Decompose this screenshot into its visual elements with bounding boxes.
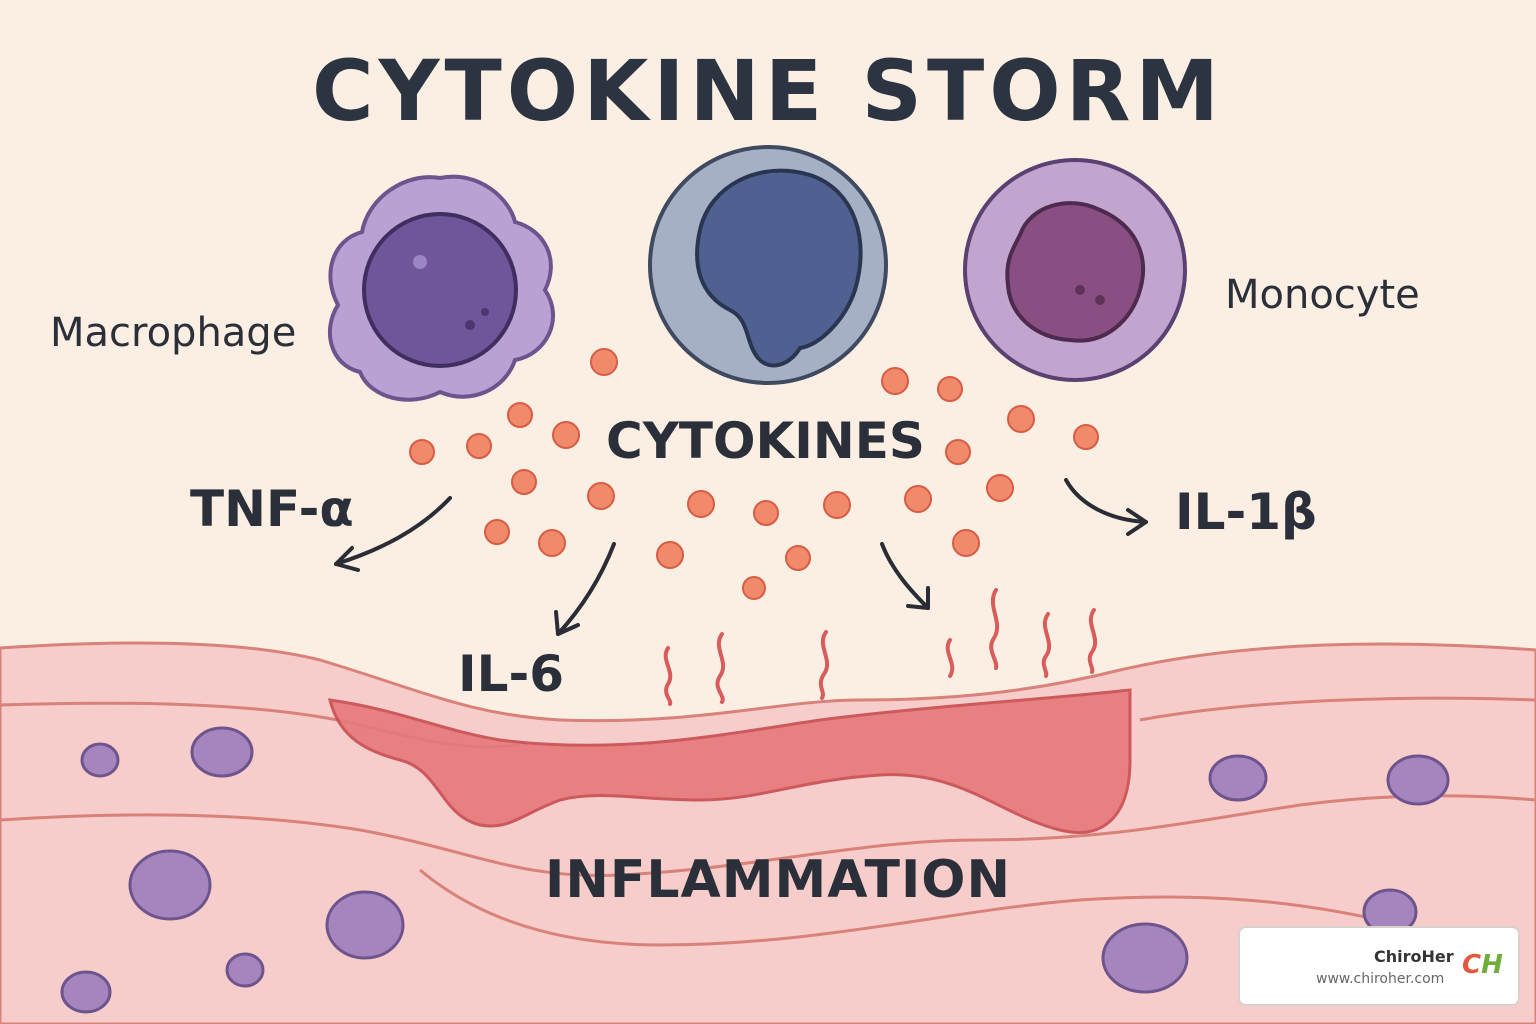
watermark-name: ChiroHer	[1374, 947, 1454, 966]
tissue-lower-line	[0, 794, 1536, 878]
tissue-cells	[60, 726, 1450, 1014]
cytokine-dot	[881, 367, 909, 395]
tissue-cell	[225, 952, 265, 988]
cytokine-dot	[552, 421, 580, 449]
nucleus-spot	[1075, 285, 1085, 295]
tissue-cell	[325, 890, 405, 960]
label-il-1-beta: IL-1β	[1175, 483, 1317, 541]
logo-letter-h: H	[1481, 950, 1503, 980]
squiggle	[989, 588, 1000, 670]
cytokine-dot	[785, 545, 811, 571]
cytokine-dot	[590, 348, 618, 376]
tissue-cell	[1208, 754, 1268, 802]
arrow-tnf-head	[334, 546, 360, 572]
macrophage-cell	[328, 174, 556, 402]
cytokine-dot	[507, 402, 533, 428]
macrophage-nucleus	[362, 212, 518, 368]
inflamed-vessel	[328, 688, 1132, 834]
squiggle	[945, 638, 955, 678]
label-cytokines: CYTOKINES	[606, 412, 925, 470]
squiggle	[1087, 608, 1098, 674]
lymphocyte-cell	[648, 145, 888, 385]
cytokine-dot	[937, 376, 963, 402]
cytokine-dot	[511, 469, 537, 495]
cytokine-dot	[538, 529, 566, 557]
squiggle	[1041, 612, 1052, 678]
squiggle	[663, 646, 673, 706]
lymphocyte-nucleus	[695, 168, 863, 368]
cytokine-dot	[656, 541, 684, 569]
squiggle	[715, 632, 726, 704]
tissue-cell	[1101, 922, 1189, 994]
arrows	[334, 478, 1148, 636]
arrow-right	[880, 542, 930, 610]
cytokine-dot	[986, 474, 1014, 502]
nucleus-highlight	[413, 255, 427, 269]
cytokine-particles	[409, 348, 1099, 600]
arrow-il1b-head	[1126, 508, 1148, 536]
cytokine-dot	[753, 500, 779, 526]
watermark-logo-icon: CH	[1462, 950, 1503, 980]
cytokine-dot	[1073, 424, 1099, 450]
cytokine-dot	[587, 482, 615, 510]
arrow-il6-head	[554, 610, 580, 636]
tissue-cell	[60, 970, 112, 1014]
tissue-cell	[128, 849, 212, 921]
cytokine-dot	[687, 490, 715, 518]
cytokine-dot	[409, 439, 435, 465]
tissue-cell	[1386, 754, 1450, 806]
squiggle	[818, 630, 830, 700]
cytokine-dot	[945, 439, 971, 465]
tissue-cell	[80, 742, 120, 778]
cytokine-dot	[1007, 405, 1035, 433]
arrow-il6	[556, 542, 616, 636]
cytokine-dot	[466, 433, 492, 459]
cytokine-dot	[904, 485, 932, 513]
monocyte-cell	[963, 158, 1187, 382]
label-tnf-alpha: TNF-α	[190, 480, 354, 538]
nucleus-spot	[481, 308, 489, 316]
logo-letter-c: C	[1462, 950, 1482, 980]
cytokine-dot	[952, 529, 980, 557]
arrow-il1b	[1064, 478, 1148, 524]
nucleus-spot	[465, 320, 475, 330]
label-macrophage: Macrophage	[50, 310, 297, 356]
label-monocyte: Monocyte	[1225, 272, 1420, 318]
diagram-title: CYTOKINE STORM	[312, 42, 1224, 140]
tissue-bottom-line	[419, 868, 1401, 947]
arrow-right-head	[906, 586, 930, 610]
cytokine-dot	[823, 491, 851, 519]
watermark-badge: ChiroHer www.chiroher.com CH	[1238, 926, 1520, 1006]
label-il-6: IL-6	[458, 645, 565, 703]
cytokine-dot	[742, 576, 766, 600]
monocyte-nucleus	[1005, 201, 1146, 343]
tissue-cell	[190, 726, 254, 778]
watermark-url: www.chiroher.com	[1316, 971, 1445, 987]
label-inflammation: INFLAMMATION	[545, 850, 1012, 910]
nucleus-spot	[1095, 295, 1105, 305]
tissue-upper-line-right	[1139, 696, 1536, 722]
cytokine-squiggles	[663, 588, 1098, 706]
arrow-tnf	[334, 496, 452, 566]
cytokine-dot	[484, 519, 510, 545]
